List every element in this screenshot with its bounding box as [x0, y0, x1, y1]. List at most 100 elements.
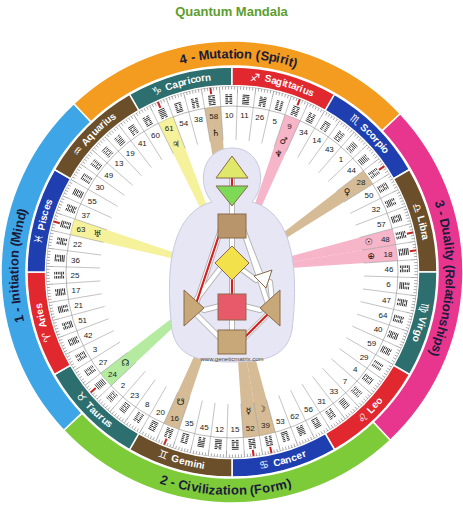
planet-symbol: ☿: [246, 406, 252, 416]
letter: i: [233, 47, 237, 60]
hexagram-line: [85, 180, 86, 182]
hexagram-line: [349, 146, 351, 148]
degree-tick: [56, 331, 59, 332]
degree-tick: [54, 218, 57, 219]
degree-tick: [147, 435, 149, 438]
letter: 2: [159, 472, 170, 487]
letter: t: [7, 284, 20, 289]
planet-symbol: ♄: [212, 128, 220, 138]
band-fill: [54, 94, 138, 178]
hexagram-line: [179, 105, 181, 107]
hexagram-line: [406, 300, 407, 307]
hexagram-line: [232, 440, 235, 441]
hexagram-line: [399, 232, 401, 235]
zodiac-band: Pisces♓: [26, 168, 72, 273]
degree-tick: [341, 414, 345, 420]
hexagram-line: [67, 204, 69, 206]
hexagram-line: [344, 405, 349, 409]
degree-tick: [310, 437, 312, 440]
degree-tick: [371, 390, 374, 392]
hexagram-line: [116, 394, 118, 396]
degree-tick: [350, 132, 355, 137]
hexagram-line: [293, 107, 295, 109]
degree-tick: [92, 393, 95, 395]
hexagram-line: [369, 379, 373, 384]
hexagram-line: [98, 382, 102, 387]
hexagram-line: [236, 440, 239, 441]
letter: R: [444, 269, 457, 278]
hexagram-line: [307, 117, 309, 118]
hexagram-line: [114, 138, 116, 140]
degree-tick: [142, 432, 144, 435]
letter: n: [7, 250, 21, 259]
degree-tick: [373, 154, 376, 156]
hexagram-line: [248, 438, 255, 440]
degree-tick: [355, 407, 357, 410]
degree-tick: [345, 126, 347, 129]
degree-tick: [77, 169, 80, 171]
hexagram-line: [60, 255, 62, 262]
hexagram-line: [352, 388, 357, 393]
degree-tick: [291, 445, 292, 448]
degree-tick: [406, 312, 413, 314]
hexagram-line: [212, 97, 215, 98]
degree-tick: [299, 442, 300, 445]
gate-number: 4: [353, 365, 357, 374]
letter: e: [444, 278, 457, 286]
degree-tick: [259, 452, 261, 455]
degree-tick: [64, 193, 67, 194]
gate-number: 27: [99, 357, 108, 366]
hexagram-line: [107, 151, 112, 156]
letter: n: [205, 72, 212, 83]
hexagram-line: [59, 272, 60, 275]
degree-tick: [367, 390, 372, 395]
gate-number: 51: [78, 316, 87, 325]
degree-tick: [289, 96, 291, 103]
hexagram-line: [196, 104, 199, 106]
hexagram-line: [340, 136, 342, 138]
gate-number: 38: [194, 114, 203, 123]
hexagram-line: [399, 299, 400, 302]
degree-tick: [362, 145, 367, 150]
band-shape: [392, 168, 438, 273]
degree-tick: [105, 137, 110, 142]
degree-tick: [94, 395, 97, 397]
gate-number: 57: [377, 219, 386, 228]
hexagram-line: [266, 443, 269, 445]
gate-number: 64: [379, 310, 388, 319]
centers: [184, 156, 280, 354]
activation-mark: [53, 221, 60, 223]
hexagram-line: [357, 396, 359, 398]
degree-tick: [375, 385, 378, 387]
degree-tick: [68, 358, 71, 360]
degree-tick: [102, 139, 104, 142]
degree-tick: [371, 151, 374, 153]
hexagram-line: [87, 181, 88, 183]
degree-tick: [413, 247, 416, 248]
hexagram-line: [283, 439, 285, 441]
hexagram-line: [225, 98, 228, 99]
hexagram-line: [196, 103, 199, 105]
degree-tick: [272, 91, 274, 98]
hexagram-line: [56, 241, 57, 244]
degree-tick: [55, 328, 58, 329]
hexagram-line: [384, 351, 385, 353]
hexagram-line: [108, 396, 113, 401]
degree-tick: [232, 454, 233, 457]
degree-tick: [46, 278, 49, 279]
hexagram-line: [243, 95, 250, 97]
degree-tick: [208, 450, 210, 457]
degree-tick: [90, 152, 93, 154]
hexagram-line: [136, 415, 138, 416]
degree-tick: [318, 108, 320, 111]
hexagram-line: [116, 139, 118, 141]
letter: 1: [11, 314, 25, 324]
band-fill: [394, 170, 437, 273]
hexagram-line: [63, 272, 64, 275]
hexagram-line: [381, 185, 382, 187]
sign-name: Libra: [413, 212, 432, 245]
hexagram-line: [118, 139, 123, 143]
degree-tick: [341, 418, 343, 421]
hexagram-line: [299, 432, 305, 435]
degree-tick: [210, 87, 211, 90]
